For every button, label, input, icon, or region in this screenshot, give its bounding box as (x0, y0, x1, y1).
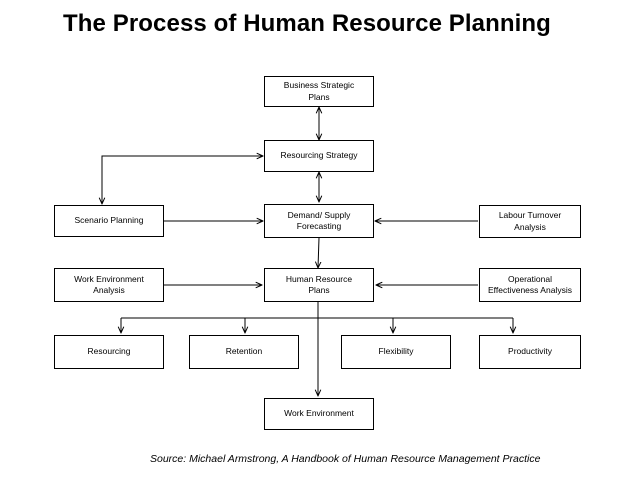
node-flexibility: Flexibility (341, 335, 451, 369)
page-title: The Process of Human Resource Planning (63, 10, 551, 37)
node-business-strategic-plans: Business Strategic Plans (264, 76, 374, 107)
node-resourcing-strategy: Resourcing Strategy (264, 140, 374, 172)
node-labour-turnover-analysis: Labour Turnover Analysis (479, 205, 581, 238)
node-human-resource-plans: Human Resource Plans (264, 268, 374, 302)
arrow-forecasting-hrplans (318, 237, 319, 268)
node-work-environment-analysis: Work Environment Analysis (54, 268, 164, 302)
node-operational-effectiveness-analysis: Operational Effectiveness Analysis (479, 268, 581, 302)
arrow-scenario-strategy (102, 156, 263, 204)
node-demand-supply-forecasting: Demand/ Supply Forecasting (264, 204, 374, 238)
node-work-environment: Work Environment (264, 398, 374, 430)
node-productivity: Productivity (479, 335, 581, 369)
source-citation: Source: Michael Armstrong, A Handbook of… (150, 453, 541, 465)
node-retention: Retention (189, 335, 299, 369)
node-scenario-planning: Scenario Planning (54, 205, 164, 237)
node-resourcing: Resourcing (54, 335, 164, 369)
